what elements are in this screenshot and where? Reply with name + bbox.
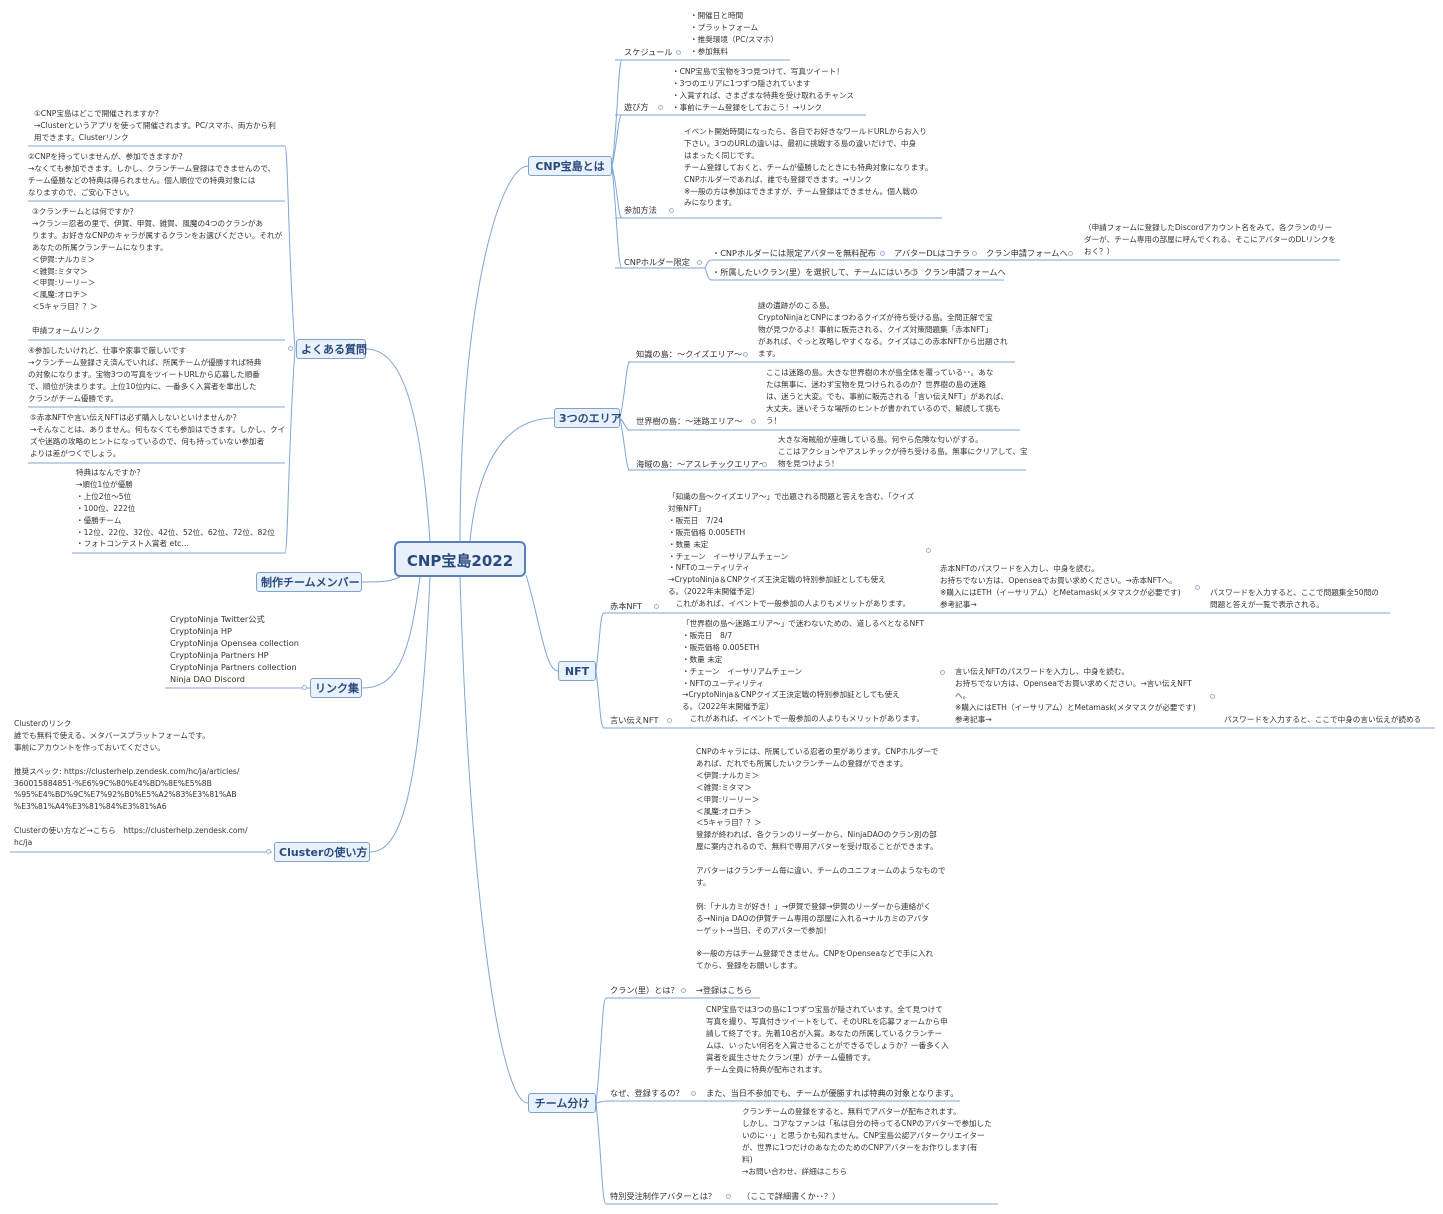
legend-password: 言い伝えNFTのパスワードを入力し、中身を読む。 お持ちでない方は、Opense… [955, 667, 1196, 724]
collapse-dot[interactable] [658, 105, 663, 110]
topic-holder[interactable]: CNPホルダー限定 [624, 257, 690, 267]
topic-pirate-island[interactable]: 海賊の島：〜アスレチックエリア〜 [636, 459, 768, 469]
topic-special-avatar[interactable]: 特別受注制作アバターとは？ [610, 1191, 717, 1201]
link-item[interactable]: CryptoNinja Partners collection [170, 662, 297, 672]
collapse-dot[interactable] [762, 462, 767, 467]
faq-item-2: ②CNPを持っていませんが、参加できますか？ →なくても参加できます。しかし、ク… [28, 152, 276, 197]
clan-register-link[interactable]: →登録はこちら [696, 985, 752, 995]
collapse-dot[interactable] [972, 251, 977, 256]
collapse-dot[interactable] [697, 260, 702, 265]
howto-play-note: ・CNP宝島で宝物を3つ見つけて、写真ツイート！ ・3つのエリアに1つずつ隠され… [672, 67, 855, 112]
branch-links[interactable]: リンク集 [310, 678, 362, 698]
howto-join-note: イベント開始時間になったら、各自でお好きなワールドURLからお入り 下さい。3つ… [684, 127, 933, 208]
clan-note: CNPのキャラには、所属している忍者の里があります。CNPホルダーで あれば、だ… [696, 747, 946, 971]
akahon-detail: 「知識の島〜クイズエリア〜」で出題される問題と答えを含む、「クイズ 対策NFT」… [668, 492, 915, 609]
collapse-dot[interactable] [681, 988, 686, 993]
collapse-dot[interactable] [940, 670, 945, 675]
faq-item-3: ③クランチームとは何ですか？ →クラン＝忍者の里で、伊賀、甲賀、雑賀、風魔の4つ… [32, 207, 283, 336]
faq-item-4: ④参加したいけれど、仕事や家事で厳しいです →クランチーム登録さえ済んでいれば、… [28, 346, 262, 403]
cluster-note: Clusterのリンク 誰でも無料で使える、メタバースプラットフォームです。 事… [14, 719, 248, 848]
form-note: （申請フォームに登録したDiscordアカウント名をみて、各クランのリー ダーが… [1084, 223, 1337, 256]
holder-row2[interactable]: ・所属したいクラン(里）を選択して、チームにはいろう [712, 267, 919, 277]
topic-why-register[interactable]: なぜ、登録するの？ [610, 1088, 684, 1098]
branch-nft[interactable]: NFT [558, 661, 596, 681]
special-extra: （ここで詳細書くか･･？） [742, 1191, 841, 1201]
holder-row1[interactable]: ・CNPホルダーには限定アバターを無料配布 [712, 248, 876, 258]
link-item[interactable]: CryptoNinja HP [170, 626, 232, 636]
topic-world-tree-island[interactable]: 世界樹の島：〜迷路エリア〜 [636, 416, 743, 426]
faq-item-5: ⑤赤本NFTや言い伝えNFTは必ず購入しないといけませんか？ →そんなことは、あ… [30, 413, 286, 458]
collapse-dot[interactable] [751, 419, 756, 424]
schedule-note: ・開催日と時間 ・プラットフォーム ・推奨環境（PC/スマホ） ・参加無料 [690, 11, 779, 56]
link-item[interactable]: Ninja DAO Discord [170, 674, 245, 684]
topic-howto-join[interactable]: 参加方法 [624, 205, 657, 215]
faq-item-1: ①CNP宝島はどこで開催されますか？ →Clusterというアプリを使って開催さ… [34, 109, 276, 142]
why-extra: また、当日不参加でも、チームが優勝すれば特典の対象となります。 [706, 1088, 959, 1098]
collapse-dot[interactable] [910, 270, 915, 275]
link-item[interactable]: CryptoNinja Opensea collection [170, 638, 299, 648]
branch-cluster[interactable]: Clusterの使い方 [274, 842, 370, 862]
world-tree-note: ここは迷路の島。大きな世界樹の木が島全体を覆っている･･。あな たは無事に、迷わ… [766, 368, 1009, 425]
collapse-dot[interactable] [676, 50, 681, 55]
why-note: CNP宝島では3つの島に1つずつ宝島が隠されています。全て見つけて 写真を撮り、… [706, 1005, 949, 1074]
special-note: クランチームの登録をすると、無料でアバターが配布されます。 しかし、コアなファン… [742, 1107, 992, 1176]
legend-detail: 「世界樹の島〜迷路エリア〜」で迷わないための、道しるべとなるNFT ・販売日 8… [682, 619, 925, 724]
collapse-dot[interactable] [691, 1091, 696, 1096]
collapse-dot[interactable] [302, 685, 307, 690]
topic-clan[interactable]: クラン(里）とは？ [610, 985, 679, 995]
root-topic[interactable]: CNP宝島2022 [394, 541, 526, 577]
collapse-dot[interactable] [288, 346, 293, 351]
branch-faq[interactable]: よくある質問 [296, 339, 367, 359]
collapse-dot[interactable] [726, 1194, 731, 1199]
link-item[interactable]: CryptoNinja Partners HP [170, 650, 269, 660]
branch-team[interactable]: チーム分け [528, 1093, 596, 1113]
knowledge-note: 謎の遺跡がのこる島。 CryptoNinjaとCNPにまつわるクイズが待ち受ける… [758, 301, 1008, 358]
branch-about[interactable]: CNP宝島とは [528, 156, 612, 176]
legend-result: パスワードを入力すると、ここで中身の言い伝えが読める [1224, 715, 1422, 724]
topic-legend-nft[interactable]: 言い伝えNFT [610, 715, 659, 725]
topic-akahon-nft[interactable]: 赤本NFT [610, 601, 643, 611]
collapse-dot[interactable] [1068, 251, 1073, 256]
collapse-dot[interactable] [743, 352, 748, 357]
topic-howto-play[interactable]: 遊び方 [624, 102, 649, 112]
collapse-dot[interactable] [669, 208, 674, 213]
avatar-dl-link[interactable]: アバターDLはコチラ [894, 248, 971, 258]
collapse-dot[interactable] [1195, 585, 1200, 590]
pirate-note: 大きな海賊船が座礁している島。何やら危険な匂いがする。 ここはアクションやアスレ… [778, 435, 1028, 468]
collapse-dot[interactable] [1210, 694, 1215, 699]
collapse-dot[interactable] [667, 718, 672, 723]
faq-item-6: 特典はなんですか？ →順位1位が優勝 ・上位2位〜5位 ・100位、222位 ・… [76, 468, 275, 549]
topic-schedule[interactable]: スケジュール [624, 47, 673, 57]
akahon-password: 赤本NFTのパスワードを入力し、中身を読む。 お持ちでない方は、Openseaで… [940, 564, 1181, 609]
branch-areas[interactable]: 3つのエリア [554, 408, 622, 428]
collapse-dot[interactable] [654, 604, 659, 609]
link-item[interactable]: CryptoNinja Twitter公式 [170, 614, 265, 624]
branch-members[interactable]: 制作チームメンバー [256, 572, 362, 592]
clan-form-link-1[interactable]: クラン申請フォームへ [986, 248, 1068, 258]
akahon-result: パスワードを入力すると、ここで問題集全50問の 問題と答えが一覧で表示される。 [1210, 588, 1379, 609]
collapse-dot[interactable] [926, 548, 931, 553]
collapse-dot[interactable] [880, 251, 885, 256]
clan-form-link-2[interactable]: クラン申請フォームへ [924, 267, 1006, 277]
topic-knowledge-island[interactable]: 知識の島：〜クイズエリア〜 [636, 349, 743, 359]
collapse-dot[interactable] [266, 849, 271, 854]
